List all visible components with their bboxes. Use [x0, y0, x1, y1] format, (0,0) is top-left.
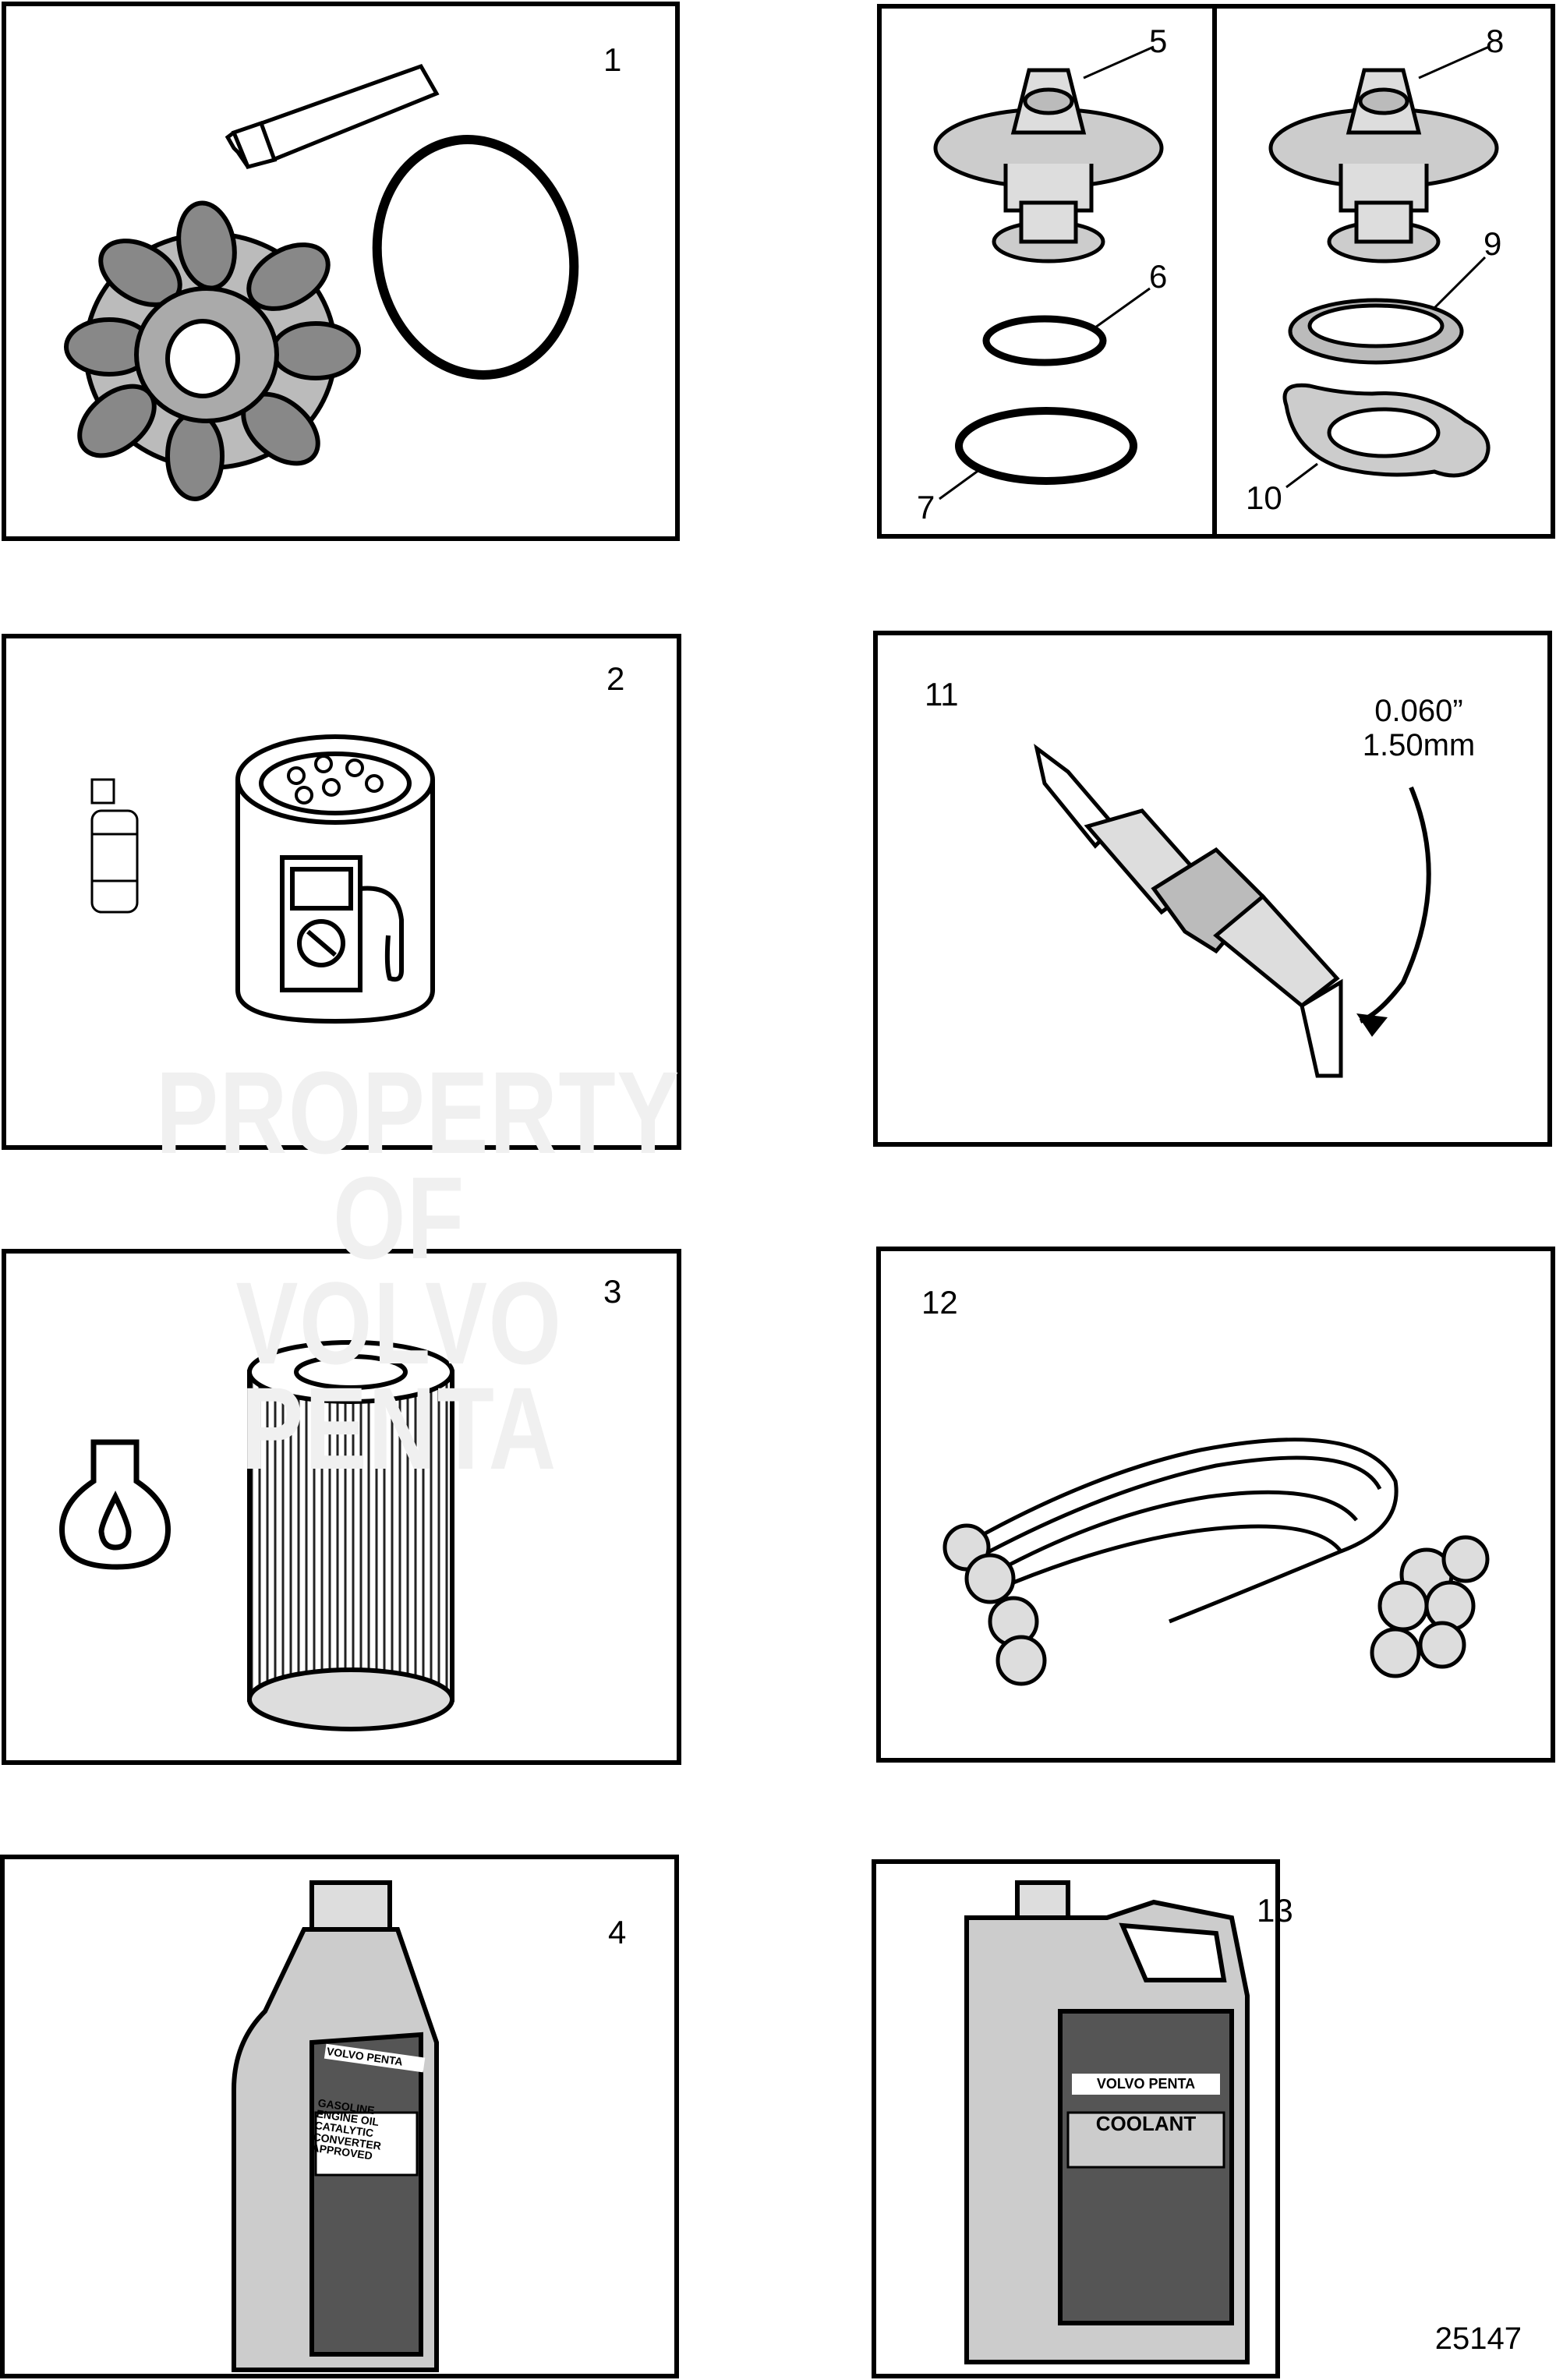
fuel-filter-drawing — [235, 734, 435, 1024]
callout-10: 10 — [1246, 479, 1282, 516]
coolant-product: COOLANT — [1095, 2112, 1197, 2135]
fuel-pump-drawing — [90, 778, 139, 914]
coolant-jug-label: VOLVO PENTA COOLANT — [1072, 2074, 1220, 2136]
oil-bottle-drawing — [232, 1880, 439, 2372]
callout-13: 13 — [1257, 1892, 1293, 1929]
fuel-pump-symbol-icon — [280, 855, 404, 992]
oil-bottle-label: VOLVO PENTA GASOLINE ENGINE OIL CATALYTI… — [311, 2043, 426, 2168]
watermark: PROPERTY OF VOLVO PENTA — [156, 1047, 681, 1494]
ignition-wires-drawing — [942, 1438, 1490, 1686]
panel-4-frame — [0, 1855, 679, 2378]
panel-11-frame — [873, 631, 1552, 1147]
oil-filter-drawing — [247, 1340, 454, 1731]
callout-3: 3 — [603, 1273, 622, 1310]
spark-plug-drawing — [1034, 743, 1343, 1078]
panel-3-frame — [2, 1249, 681, 1765]
gap-inches: 0.060” — [1374, 694, 1463, 728]
leader-9 — [1433, 256, 1487, 309]
panel-13-frame — [872, 1859, 1280, 2378]
leader-10 — [1285, 462, 1318, 489]
watermark-line2: VOLVO PENTA — [235, 1257, 563, 1494]
callout-4: 4 — [608, 1914, 627, 1950]
panel-12-frame — [876, 1247, 1555, 1763]
thermostat-8-drawing — [1268, 68, 1499, 263]
thermostat-seal-7-drawing — [955, 407, 1137, 485]
callout-12: 12 — [921, 1284, 958, 1321]
gap-arrow-head — [1356, 1013, 1388, 1037]
thermostat-gasket-10-drawing — [1282, 383, 1491, 478]
callout-9: 9 — [1484, 225, 1502, 262]
leader-5 — [1083, 45, 1155, 80]
leader-8 — [1418, 45, 1490, 80]
impeller-drawing — [64, 200, 361, 501]
leader-7 — [939, 466, 983, 500]
callout-2: 2 — [606, 660, 625, 697]
coolant-brand: VOLVO PENTA — [1072, 2074, 1220, 2095]
document-number: 25147 — [1434, 2322, 1522, 2356]
callout-11: 11 — [925, 676, 959, 713]
oil-symbol-icon — [59, 1439, 171, 1570]
watermark-line1: PROPERTY OF — [156, 1047, 681, 1283]
gap-mm: 1.50mm — [1362, 728, 1476, 762]
callout-7: 7 — [917, 489, 935, 525]
callout-6: 6 — [1149, 258, 1168, 295]
spark-plug-gap-spec: 0.060” 1.50mm — [1341, 694, 1497, 762]
thermostat-5-drawing — [933, 68, 1164, 263]
impeller-o-ring-drawing — [372, 135, 579, 380]
callout-5: 5 — [1149, 23, 1168, 59]
grease-tube-drawing — [225, 63, 440, 169]
gap-arrow — [1359, 786, 1431, 1024]
thermostat-seal-9-drawing — [1288, 298, 1464, 365]
panel-1-frame — [2, 2, 680, 541]
callout-1: 1 — [603, 41, 622, 78]
panel-2-frame — [2, 634, 681, 1150]
thermostat-seal-6-drawing — [982, 315, 1107, 366]
leader-6 — [1095, 287, 1151, 329]
callout-8: 8 — [1486, 23, 1505, 59]
